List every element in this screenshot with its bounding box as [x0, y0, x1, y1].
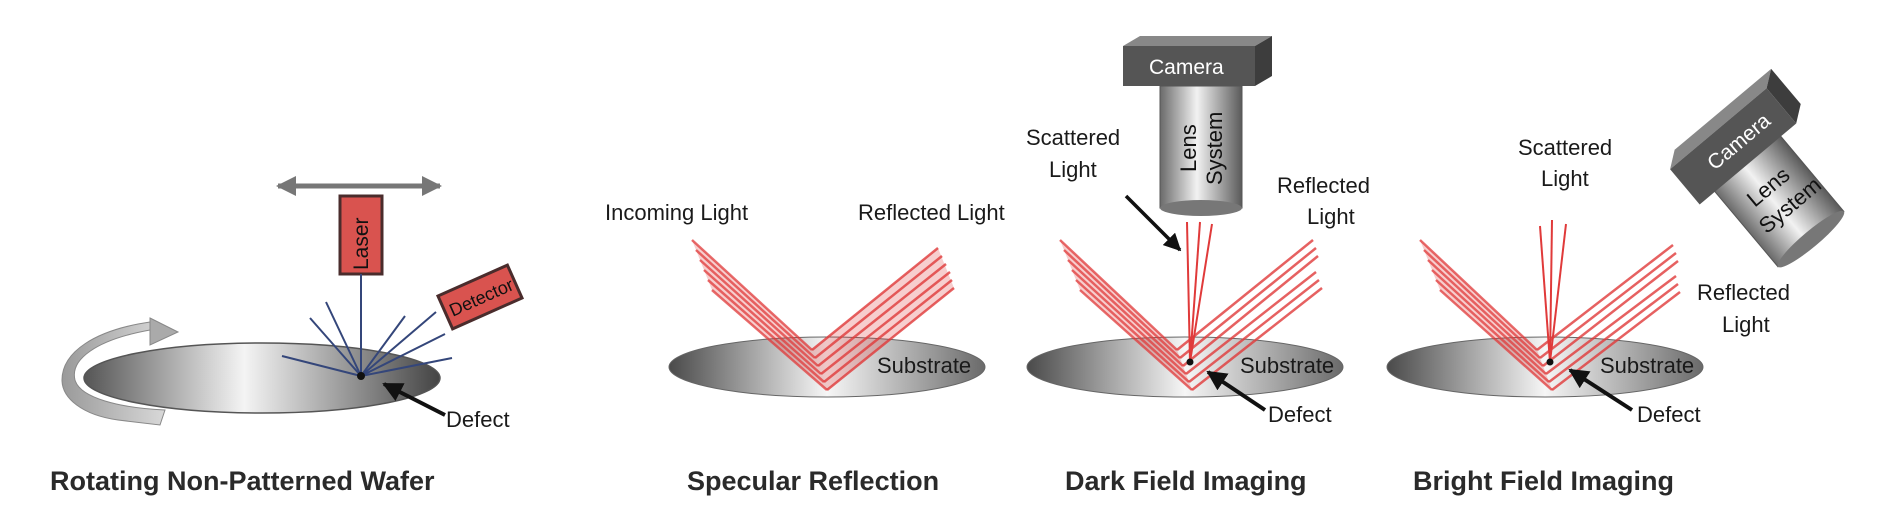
reflected-light-beam — [811, 247, 955, 391]
defect-pointer — [1568, 368, 1634, 412]
camera-top — [1123, 36, 1272, 46]
incoming-light-fill — [692, 240, 827, 390]
incoming-light-beam — [1059, 239, 1193, 391]
reflected-light-label: Reflected Light — [858, 200, 1005, 225]
defect-label: Defect — [1268, 402, 1332, 427]
substrate — [1386, 336, 1704, 398]
camera-label: Camera — [1149, 56, 1224, 79]
rotation-arrow — [61, 321, 166, 426]
scattered-rays — [281, 301, 453, 377]
laser-label: Laser — [350, 217, 373, 270]
camera-top — [1670, 68, 1772, 170]
camera-box — [1670, 88, 1797, 205]
camera-assembly: Camera Lens System — [1670, 68, 1845, 268]
incoming-light-fill — [1420, 240, 1552, 390]
caption-rotating-wafer: Rotating Non-Patterned Wafer — [50, 466, 435, 496]
scattered-label-line1: Scattered — [1518, 135, 1612, 160]
lens-system — [1159, 85, 1243, 209]
lens-label-line2: System — [1202, 112, 1227, 185]
rotation-arrow-head — [149, 317, 180, 346]
camera-box — [1123, 46, 1255, 86]
scattered-label-line2: Light — [1541, 166, 1589, 191]
caption-dark-field: Dark Field Imaging — [1065, 466, 1307, 496]
defect-label: Defect — [1637, 402, 1701, 427]
lens-bottom — [1777, 210, 1845, 268]
camera-side — [1766, 68, 1801, 124]
incoming-light-beam — [691, 239, 828, 391]
scattered-label-line1: Scattered — [1026, 125, 1120, 150]
defect-pointer — [382, 382, 446, 417]
reflected-label-line2: Light — [1722, 312, 1770, 337]
defect-dot — [1546, 358, 1554, 366]
scattered-light-rays — [1186, 221, 1213, 363]
scattered-light-rays — [1539, 219, 1567, 363]
substrate-label: Substrate — [877, 353, 971, 378]
substrate-label: Substrate — [1240, 353, 1334, 378]
defect-label: Defect — [446, 407, 510, 432]
defect-pointer — [1206, 370, 1267, 412]
caption-bright-field: Bright Field Imaging — [1413, 466, 1674, 496]
panel-rotating-wafer: Laser Detector Defect Rotating Non-Patte… — [50, 176, 525, 496]
defect-dot — [357, 372, 365, 380]
caption-specular-reflection: Specular Reflection — [687, 466, 939, 496]
scattered-pointer — [1124, 194, 1182, 252]
incoming-light-beam — [1419, 239, 1553, 391]
lens-bottom — [1160, 200, 1242, 216]
reflected-label-line1: Reflected — [1277, 173, 1370, 198]
lens-label-line1: Lens — [1176, 124, 1201, 172]
reflected-label-line1: Reflected — [1697, 280, 1790, 305]
defect-dot — [1186, 358, 1194, 366]
substrate — [1026, 336, 1344, 398]
scattered-label-line2: Light — [1049, 157, 1097, 182]
panel-dark-field: Camera Lens System — [1026, 36, 1370, 496]
camera-side — [1255, 36, 1272, 86]
substrate-label: Substrate — [1600, 353, 1694, 378]
incoming-light-label: Incoming Light — [605, 200, 748, 225]
wafer — [83, 342, 441, 414]
detector-box: Detector — [435, 263, 525, 331]
reflected-label-line2: Light — [1307, 204, 1355, 229]
panel-bright-field: Camera Lens System — [1386, 68, 1845, 496]
reflected-light-fill — [812, 248, 954, 390]
panel-specular-reflection: Incoming Light Reflected Light Substrate… — [605, 200, 1005, 496]
incoming-light-fill — [1060, 240, 1192, 390]
